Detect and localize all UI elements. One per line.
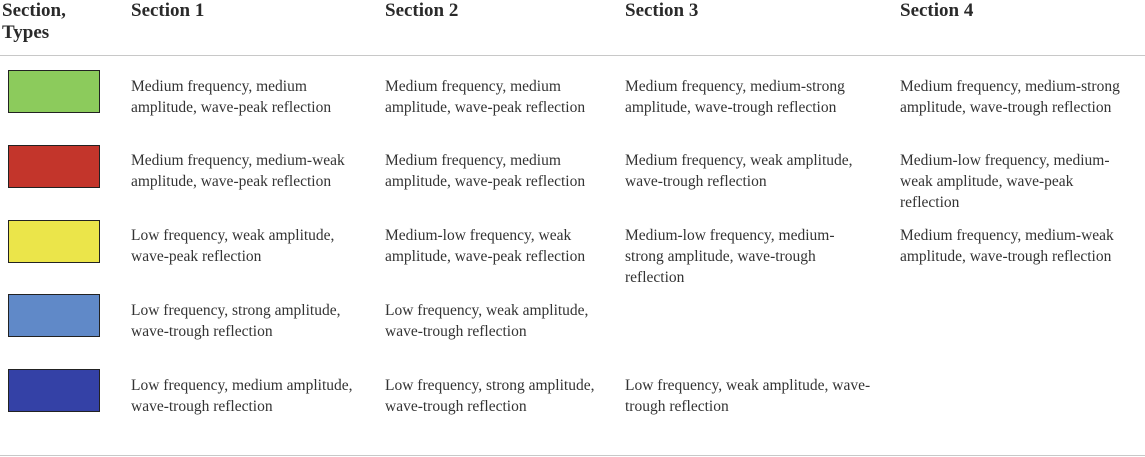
cell-r3-s1: Low frequency, weak amplitude, wave-peak… [131, 227, 335, 265]
cell-r3-s4: Medium frequency, medium-weak amplitude,… [900, 227, 1114, 265]
cell-r2-s3: Medium frequency, weak amplitude, wave-t… [625, 152, 853, 190]
header-rule [0, 55, 1145, 56]
cell-r5-s3: Low frequency, weak amplitude, wave-trou… [625, 377, 871, 415]
swatch-red [8, 145, 100, 188]
cell-r5-s2: Low frequency, strong amplitude, wave-tr… [385, 377, 595, 415]
cell-r3-s3: Medium-low frequency, medium-strong ampl… [625, 227, 835, 286]
swatch-green [8, 70, 100, 113]
cell-r4-s2: Low frequency, weak amplitude, wave-trou… [385, 302, 589, 340]
swatch-yellow [8, 220, 100, 263]
swatch-light-blue [8, 294, 100, 337]
header-section-2: Section 2 [385, 0, 459, 21]
cell-r1-s3: Medium frequency, medium-strong amplitud… [625, 78, 845, 116]
swatch-dark-blue [8, 369, 100, 412]
header-section-1: Section 1 [131, 0, 205, 21]
cell-r1-s4: Medium frequency, medium-strong amplitud… [900, 78, 1120, 116]
cell-r2-s4: Medium-low frequency, medium-weak amplit… [900, 152, 1110, 211]
bottom-rule [0, 455, 1145, 456]
cell-r2-s1: Medium frequency, medium-weak amplitude,… [131, 152, 345, 190]
cell-r2-s2: Medium frequency, medium amplitude, wave… [385, 152, 586, 190]
header-types: Section, Types [2, 0, 66, 43]
cell-r4-s1: Low frequency, strong amplitude, wave-tr… [131, 302, 341, 340]
cell-r1-s2: Medium frequency, medium amplitude, wave… [385, 78, 586, 116]
header-section-4: Section 4 [900, 0, 974, 21]
cell-r5-s1: Low frequency, medium amplitude, wave-tr… [131, 377, 353, 415]
cell-r3-s2: Medium-low frequency, weak amplitude, wa… [385, 227, 586, 265]
cell-r1-s1: Medium frequency, medium amplitude, wave… [131, 78, 332, 116]
header-section-3: Section 3 [625, 0, 699, 21]
